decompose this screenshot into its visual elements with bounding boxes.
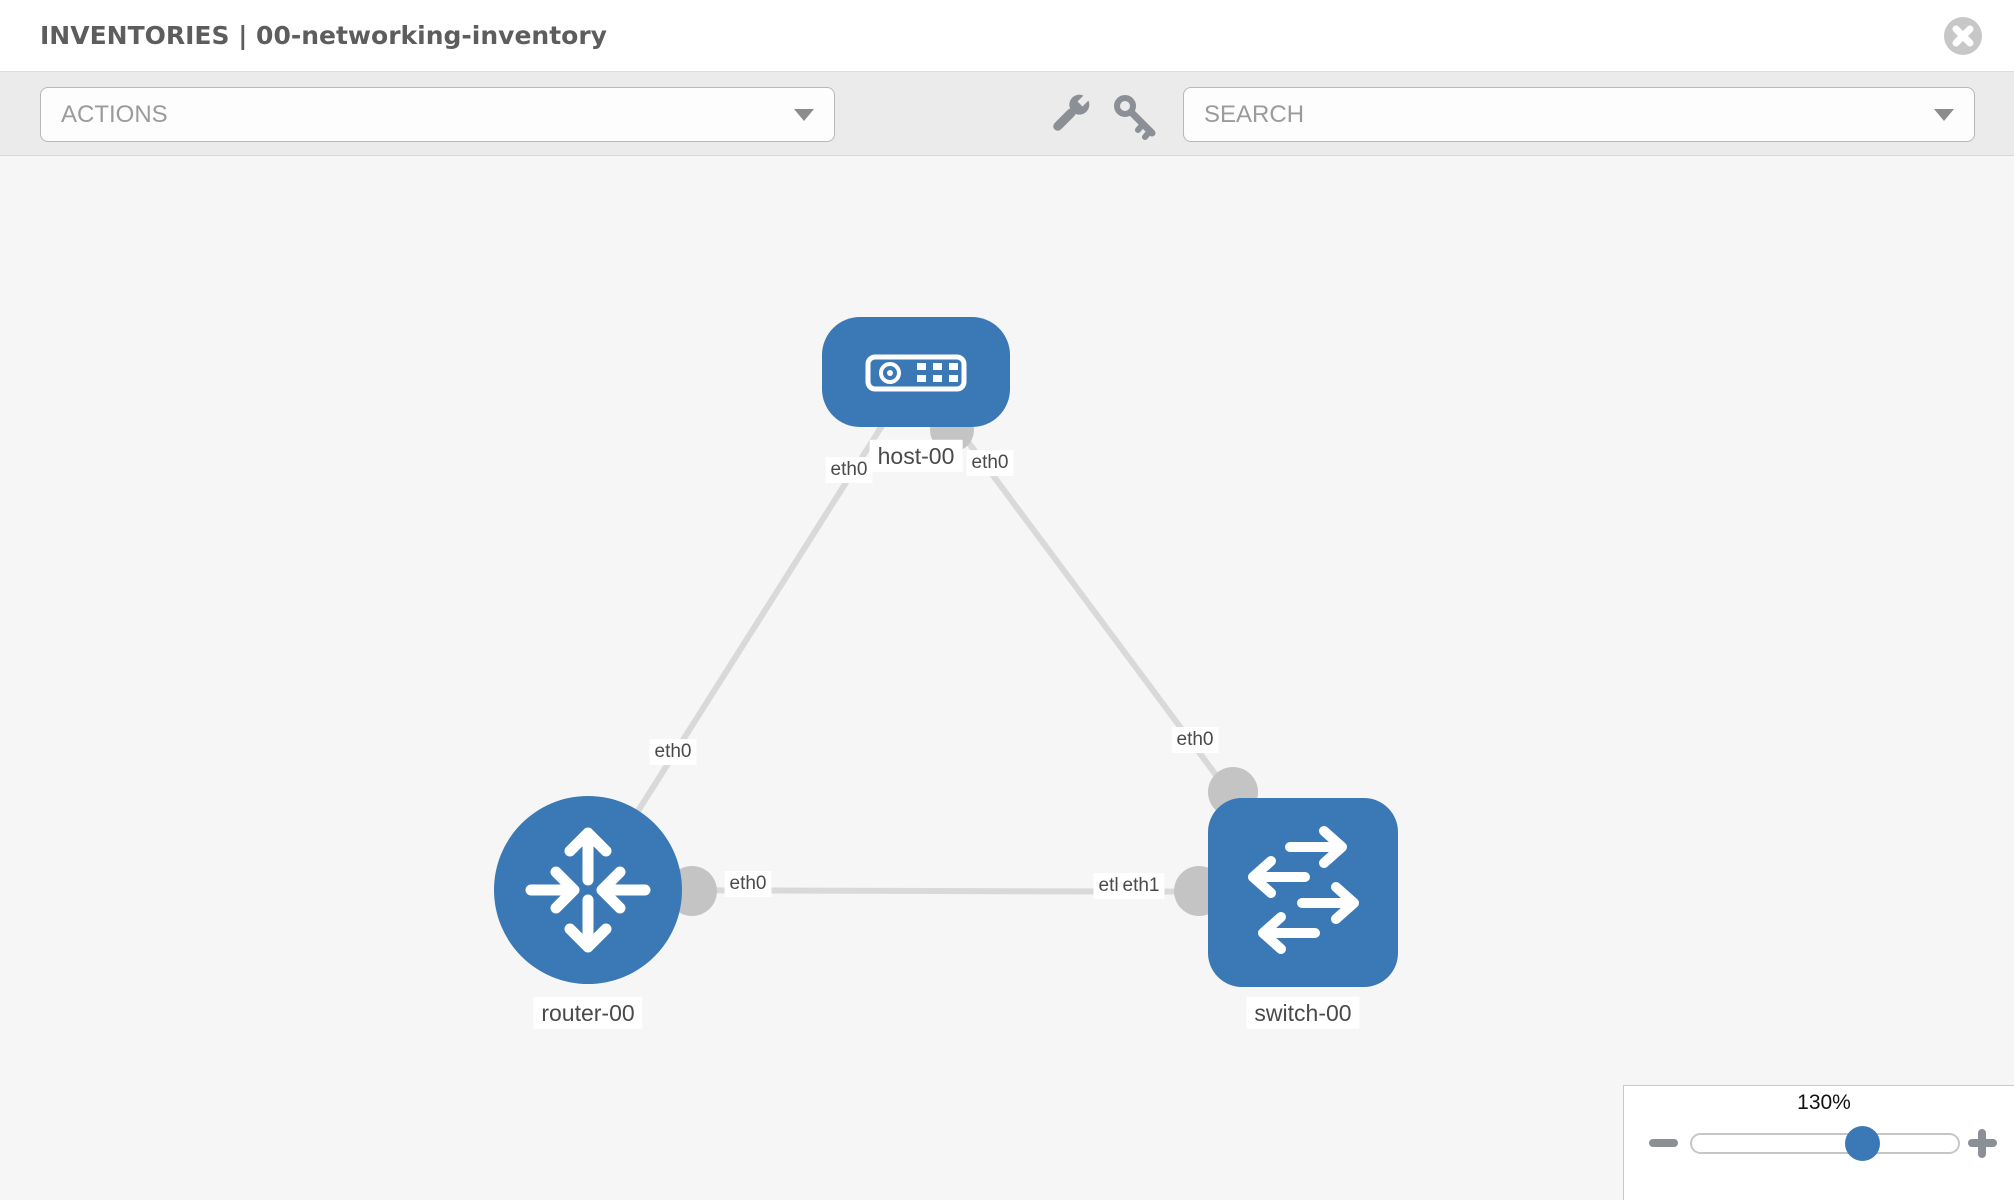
search-dropdown-label: SEARCH [1204, 100, 1305, 128]
interface-label: eth1 [1117, 873, 1165, 899]
zoom-out-button minus-icon[interactable] [1649, 1139, 1678, 1147]
host-device-icon [865, 354, 967, 392]
interface-label: eth0 [724, 871, 772, 897]
close-button[interactable] [1942, 15, 1984, 57]
node-switch-00[interactable] [1208, 798, 1398, 987]
interface-label: eth0 [649, 739, 697, 765]
node-label-switch-00: switch-00 [1246, 996, 1360, 1030]
interface-label: eth0 [825, 457, 873, 483]
actions-dropdown-label: ACTIONS [61, 100, 168, 128]
chevron-down-icon [1934, 108, 1954, 121]
header: INVENTORIES | 00-networking-inventory [0, 0, 2014, 71]
node-host-00[interactable] [822, 317, 1010, 427]
actions-dropdown[interactable]: ACTIONS [40, 87, 835, 142]
page-title: INVENTORIES | 00-networking-inventory [40, 21, 607, 50]
node-label-router-00: router-00 [533, 996, 643, 1030]
zoom-panel: 130% [1623, 1085, 2014, 1200]
zoom-slider-track[interactable] [1690, 1133, 1960, 1154]
circle-x-icon [1944, 16, 1982, 55]
zoom-in-button plus-icon[interactable] [1968, 1129, 1997, 1158]
ports [667, 408, 1258, 916]
zoom-percentage: 130% [1797, 1091, 1851, 1114]
search-dropdown[interactable]: SEARCH [1183, 87, 1975, 142]
node-router-00[interactable] [494, 796, 682, 984]
interface-label: eth0 [1171, 727, 1219, 753]
switch-arrows-icon [1248, 826, 1359, 954]
toolbar: ACTIONS SEARCH [0, 71, 2014, 156]
node-label-host-00: host-00 [869, 439, 963, 473]
topology-canvas[interactable]: eth0 eth0 eth0 eth0 eth0 eth0 eth1 host-… [0, 156, 2014, 1200]
toolbar-icons [1047, 88, 1156, 140]
chevron-down-icon [794, 108, 814, 121]
router-arrows-icon [525, 827, 651, 953]
wrench-icon[interactable] [1047, 88, 1096, 137]
key-icon[interactable] [1114, 95, 1156, 140]
zoom-slider-handle[interactable] [1845, 1126, 1880, 1161]
interface-label: eth0 [966, 450, 1014, 476]
